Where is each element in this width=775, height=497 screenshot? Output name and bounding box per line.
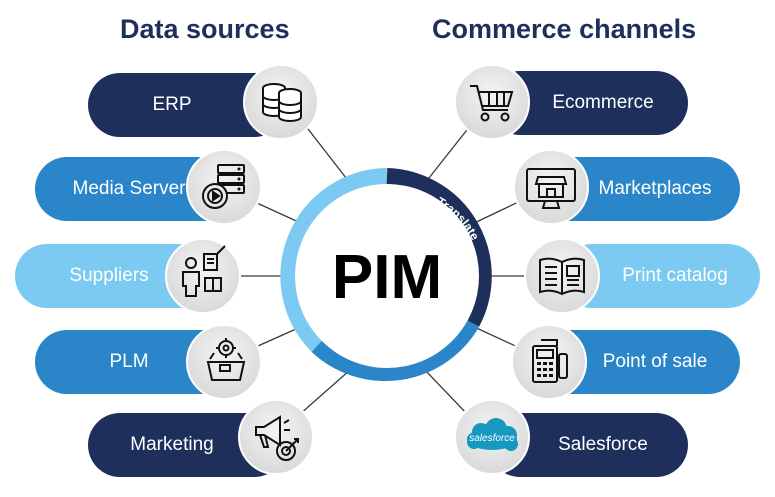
channel-label-ecommerce: Ecommerce	[552, 92, 654, 113]
source-label-plm: PLM	[109, 351, 149, 372]
channel-label-print-catalog: Print catalog	[622, 265, 728, 286]
pos-terminal-icon	[511, 324, 587, 400]
salesforce-logo-text: salesforce	[469, 433, 515, 444]
media-server-icon	[186, 149, 262, 225]
source-label-media-server: Media Server	[72, 178, 186, 199]
megaphone-target-icon	[238, 399, 314, 475]
ring-segment-maintain	[311, 318, 479, 382]
open-book-icon	[524, 238, 600, 314]
ring-segment-translate	[386, 168, 492, 327]
commerce-channels-heading: Commerce channels	[432, 14, 697, 44]
source-label-suppliers: Suppliers	[69, 265, 149, 286]
pim-label: PIM	[332, 243, 442, 312]
shopping-cart-icon	[454, 64, 530, 140]
supplier-icon	[165, 238, 241, 314]
database-icon	[243, 64, 319, 140]
pim-core	[295, 184, 479, 368]
pim-ring: PIM Enrich Translate Maintain	[280, 168, 492, 382]
storefront-monitor-icon	[513, 149, 589, 225]
ring-segment-enrich	[280, 168, 388, 352]
ring-label-enrich: Enrich	[295, 244, 313, 285]
channel-label-salesforce: Salesforce	[558, 434, 648, 455]
source-label-marketing: Marketing	[130, 434, 214, 455]
source-label-erp: ERP	[152, 94, 192, 115]
channel-label-marketplaces: Marketplaces	[598, 178, 712, 199]
channel-label-point-of-sale: Point of sale	[602, 351, 708, 372]
plm-box-gear-icon	[186, 324, 262, 400]
data-sources-heading: Data sources	[120, 14, 290, 44]
salesforce-logo-icon: salesforce	[454, 399, 530, 475]
